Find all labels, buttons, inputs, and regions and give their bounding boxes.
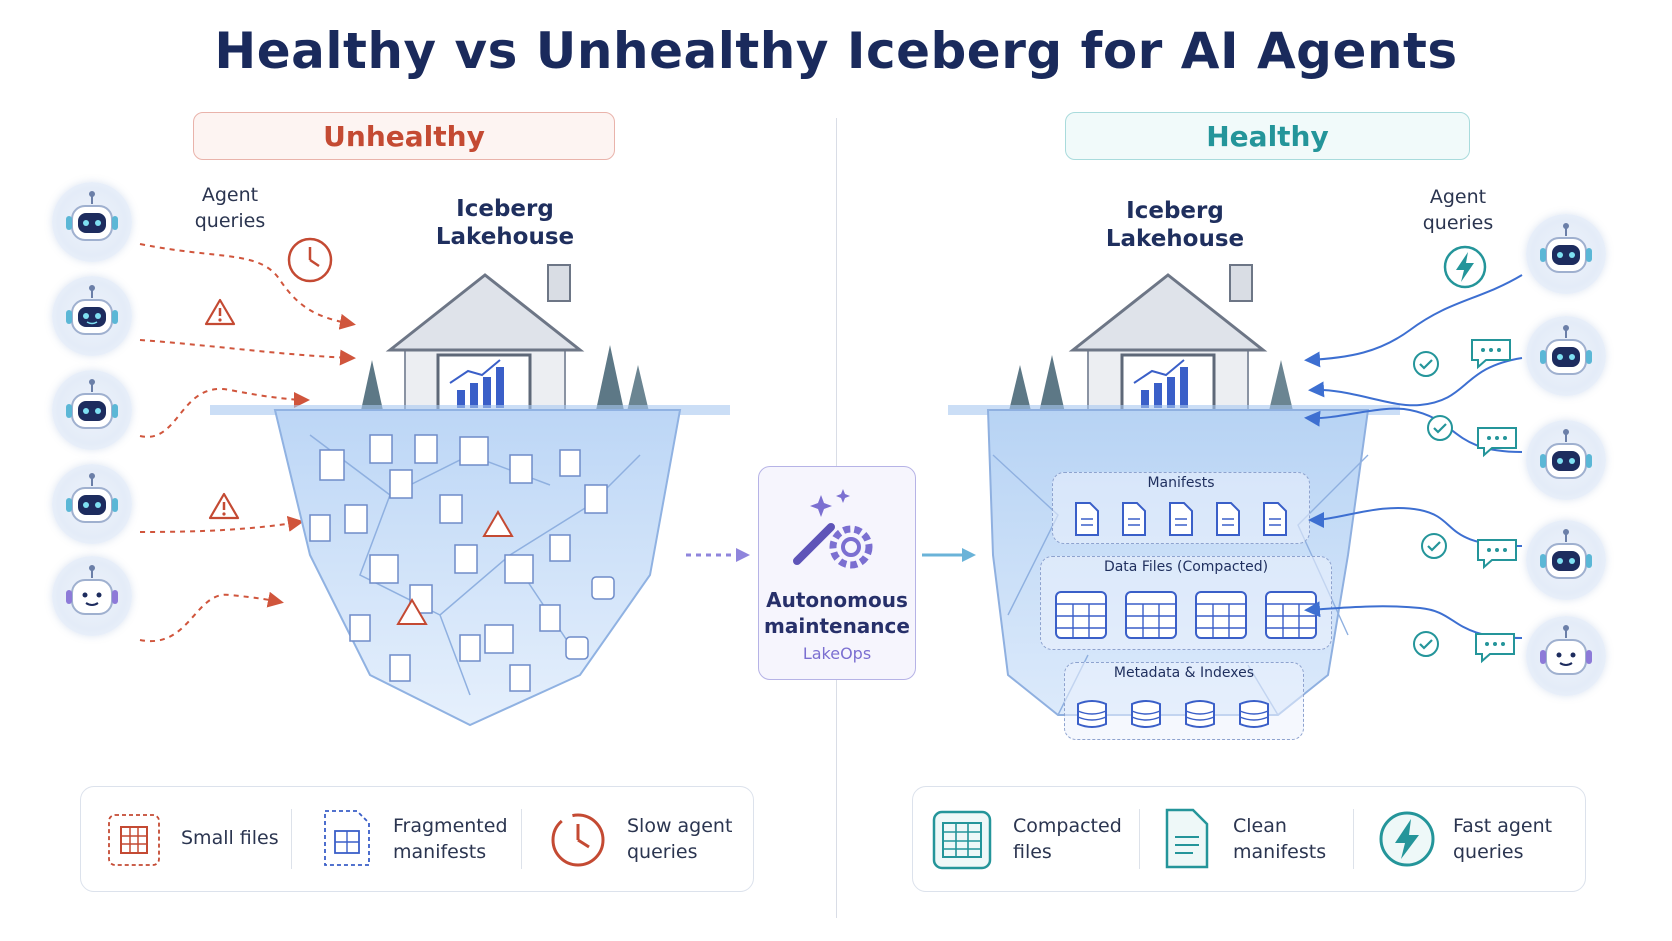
robot-agent-3 [52,370,132,450]
legend-fast-queries-label: Fast agent queries [1453,815,1553,863]
robot-agent-2 [52,276,132,356]
unhealthy-lakehouse-label: Iceberg Lakehouse [435,196,575,250]
fragmented-manifest-icon [324,810,370,866]
robot-agent-10 [1526,616,1606,696]
unhealthy-query-arrows [139,243,356,643]
unhealthy-agent-queries-label: Agent queries [194,184,266,232]
page-title: Healthy vs Unhealthy Iceberg for AI Agen… [214,22,1458,80]
unhealthy-iceberg-illustration [210,264,730,727]
check-icon [1421,533,1447,559]
database-icons [1077,700,1269,728]
robot-agent-8 [1526,420,1606,500]
robot-agent-1 [52,182,132,262]
metadata-layer-title: Metadata & Indexes [1113,665,1255,681]
autonomous-maintenance-card: Autonomous maintenance LakeOps [758,466,916,680]
warning-icon [204,298,236,326]
legend-separator [1353,809,1354,869]
clean-manifest-icon [1165,808,1209,869]
robot-agent-5 [52,556,132,636]
clock-icon [551,813,605,867]
chat-bubble-icon [1471,339,1511,370]
manifest-file-icons [1075,502,1287,536]
data-files-layer-title: Data Files (Compacted) [1103,559,1269,575]
robot-agent-9 [1526,520,1606,600]
healthy-lakehouse-label: Iceberg Lakehouse [1105,198,1245,252]
legend-compacted-files-label: Compacted files [1013,815,1122,863]
maintenance-subtitle: LakeOps [802,644,872,663]
metadata-layer: Metadata & Indexes [1064,662,1304,740]
check-icon [1413,631,1439,657]
legend-slow-queries-label: Slow agent queries [627,815,733,863]
lightning-icon [1443,245,1487,289]
legend-separator [1139,809,1140,869]
robot-agent-7 [1526,316,1606,396]
legend-clean-manifests-label: Clean manifests [1233,815,1327,863]
small-files-icon [108,814,160,866]
legend-small-files-label: Small files [181,827,279,849]
legend-separator [521,809,522,869]
robot-agent-4 [52,464,132,544]
unhealthy-badge: Unhealthy [193,112,615,160]
warning-icon [208,492,240,520]
chat-bubble-icon [1477,427,1517,458]
manifests-layer-title: Manifests [1147,475,1215,491]
check-icon [1427,415,1453,441]
healthy-agent-queries-label: Agent queries [1422,186,1494,234]
check-icon [1413,351,1439,377]
maintenance-title: Autonomous maintenance [764,588,910,638]
healthy-legend: Compacted files Clean manifests Fast age… [912,786,1586,892]
chat-bubble-icon [1475,633,1515,664]
chat-bubble-icon [1477,539,1517,570]
robot-agent-6 [1526,214,1606,294]
compacted-data-file-icons [1055,591,1317,639]
unhealthy-legend: Small files Fragmented manifests Slow ag… [80,786,754,892]
lightning-icon [1379,811,1435,867]
legend-fragmented-manifests-label: Fragmented manifests [393,815,508,863]
compacted-files-icon [932,810,992,870]
arrow-out-of-maintenance [922,548,976,562]
clock-icon [287,237,333,283]
arrow-into-maintenance [686,548,750,562]
legend-separator [291,809,292,869]
healthy-badge: Healthy [1065,112,1470,160]
magic-wand-gear-icon [793,489,873,569]
